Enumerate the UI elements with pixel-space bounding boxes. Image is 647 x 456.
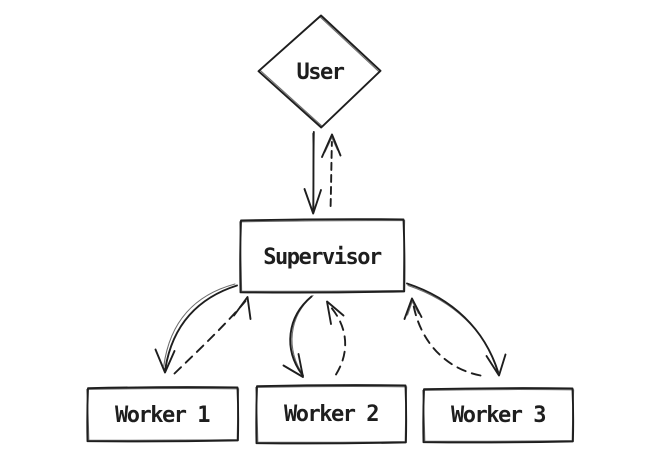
arrowhead-up-icon: [233, 296, 252, 320]
worker3-box-shape: [422, 387, 575, 444]
edge-worker2-to-supervisor-dashed: [326, 300, 347, 376]
arrowhead-up-left-icon: [326, 300, 345, 325]
edge-user-to-supervisor-solid: [303, 131, 322, 215]
worker1-box-shape: [86, 386, 240, 443]
edge-worker3-to-supervisor-dashed: [403, 297, 482, 377]
worker2-label: Worker 2: [284, 402, 378, 427]
edge-shaft-sketch: [163, 283, 236, 367]
edge-shaft: [329, 141, 333, 207]
supervisor-box-shape: [239, 218, 406, 294]
edge-shaft: [412, 301, 482, 377]
worker3-label: Worker 3: [451, 403, 545, 428]
node-worker1: Worker 1: [86, 386, 240, 443]
node-user: User: [257, 14, 382, 129]
node-worker3: Worker 3: [422, 387, 575, 444]
arrowhead-down-icon: [485, 353, 507, 377]
edge-shaft-sketch: [407, 284, 500, 375]
edge-shaft: [164, 284, 238, 370]
arrowhead-up-icon-sketch: [406, 300, 420, 316]
node-worker2: Worker 2: [255, 384, 408, 445]
edge-supervisor-to-worker2-solid: [282, 294, 314, 378]
arrowhead-down-icon: [154, 348, 176, 374]
arrowhead-up-icon: [403, 297, 423, 320]
edge-worker1-to-supervisor-dashed: [173, 296, 252, 375]
worker1-label: Worker 1: [115, 403, 210, 428]
arrowhead-down-icon: [303, 188, 322, 215]
worker2-box-shape-sketch: [255, 385, 408, 443]
worker2-box-shape: [255, 384, 408, 445]
supervisor-label: Supervisor: [263, 245, 382, 270]
edge-supervisor-to-user-dashed: [321, 133, 342, 207]
edge-shaft-sketch: [312, 132, 315, 210]
worker1-box-shape-sketch: [86, 387, 240, 441]
edge-supervisor-to-worker1-solid: [154, 283, 238, 374]
user-diamond-shape-sketch: [259, 16, 380, 127]
arrowhead-up-icon-sketch: [324, 136, 339, 153]
arrowhead-down-right-icon: [282, 353, 304, 378]
worker3-box-shape-sketch: [422, 388, 575, 442]
edge-supervisor-to-worker3-solid: [406, 282, 507, 377]
user-label: User: [297, 60, 345, 85]
node-supervisor: Supervisor: [239, 218, 406, 294]
edge-shaft-sketch: [291, 294, 314, 377]
edge-shaft: [328, 304, 347, 376]
supervisor-box-shape-sketch: [239, 219, 406, 292]
edge-shaft: [173, 300, 247, 375]
arrowhead-up-icon: [321, 133, 342, 158]
